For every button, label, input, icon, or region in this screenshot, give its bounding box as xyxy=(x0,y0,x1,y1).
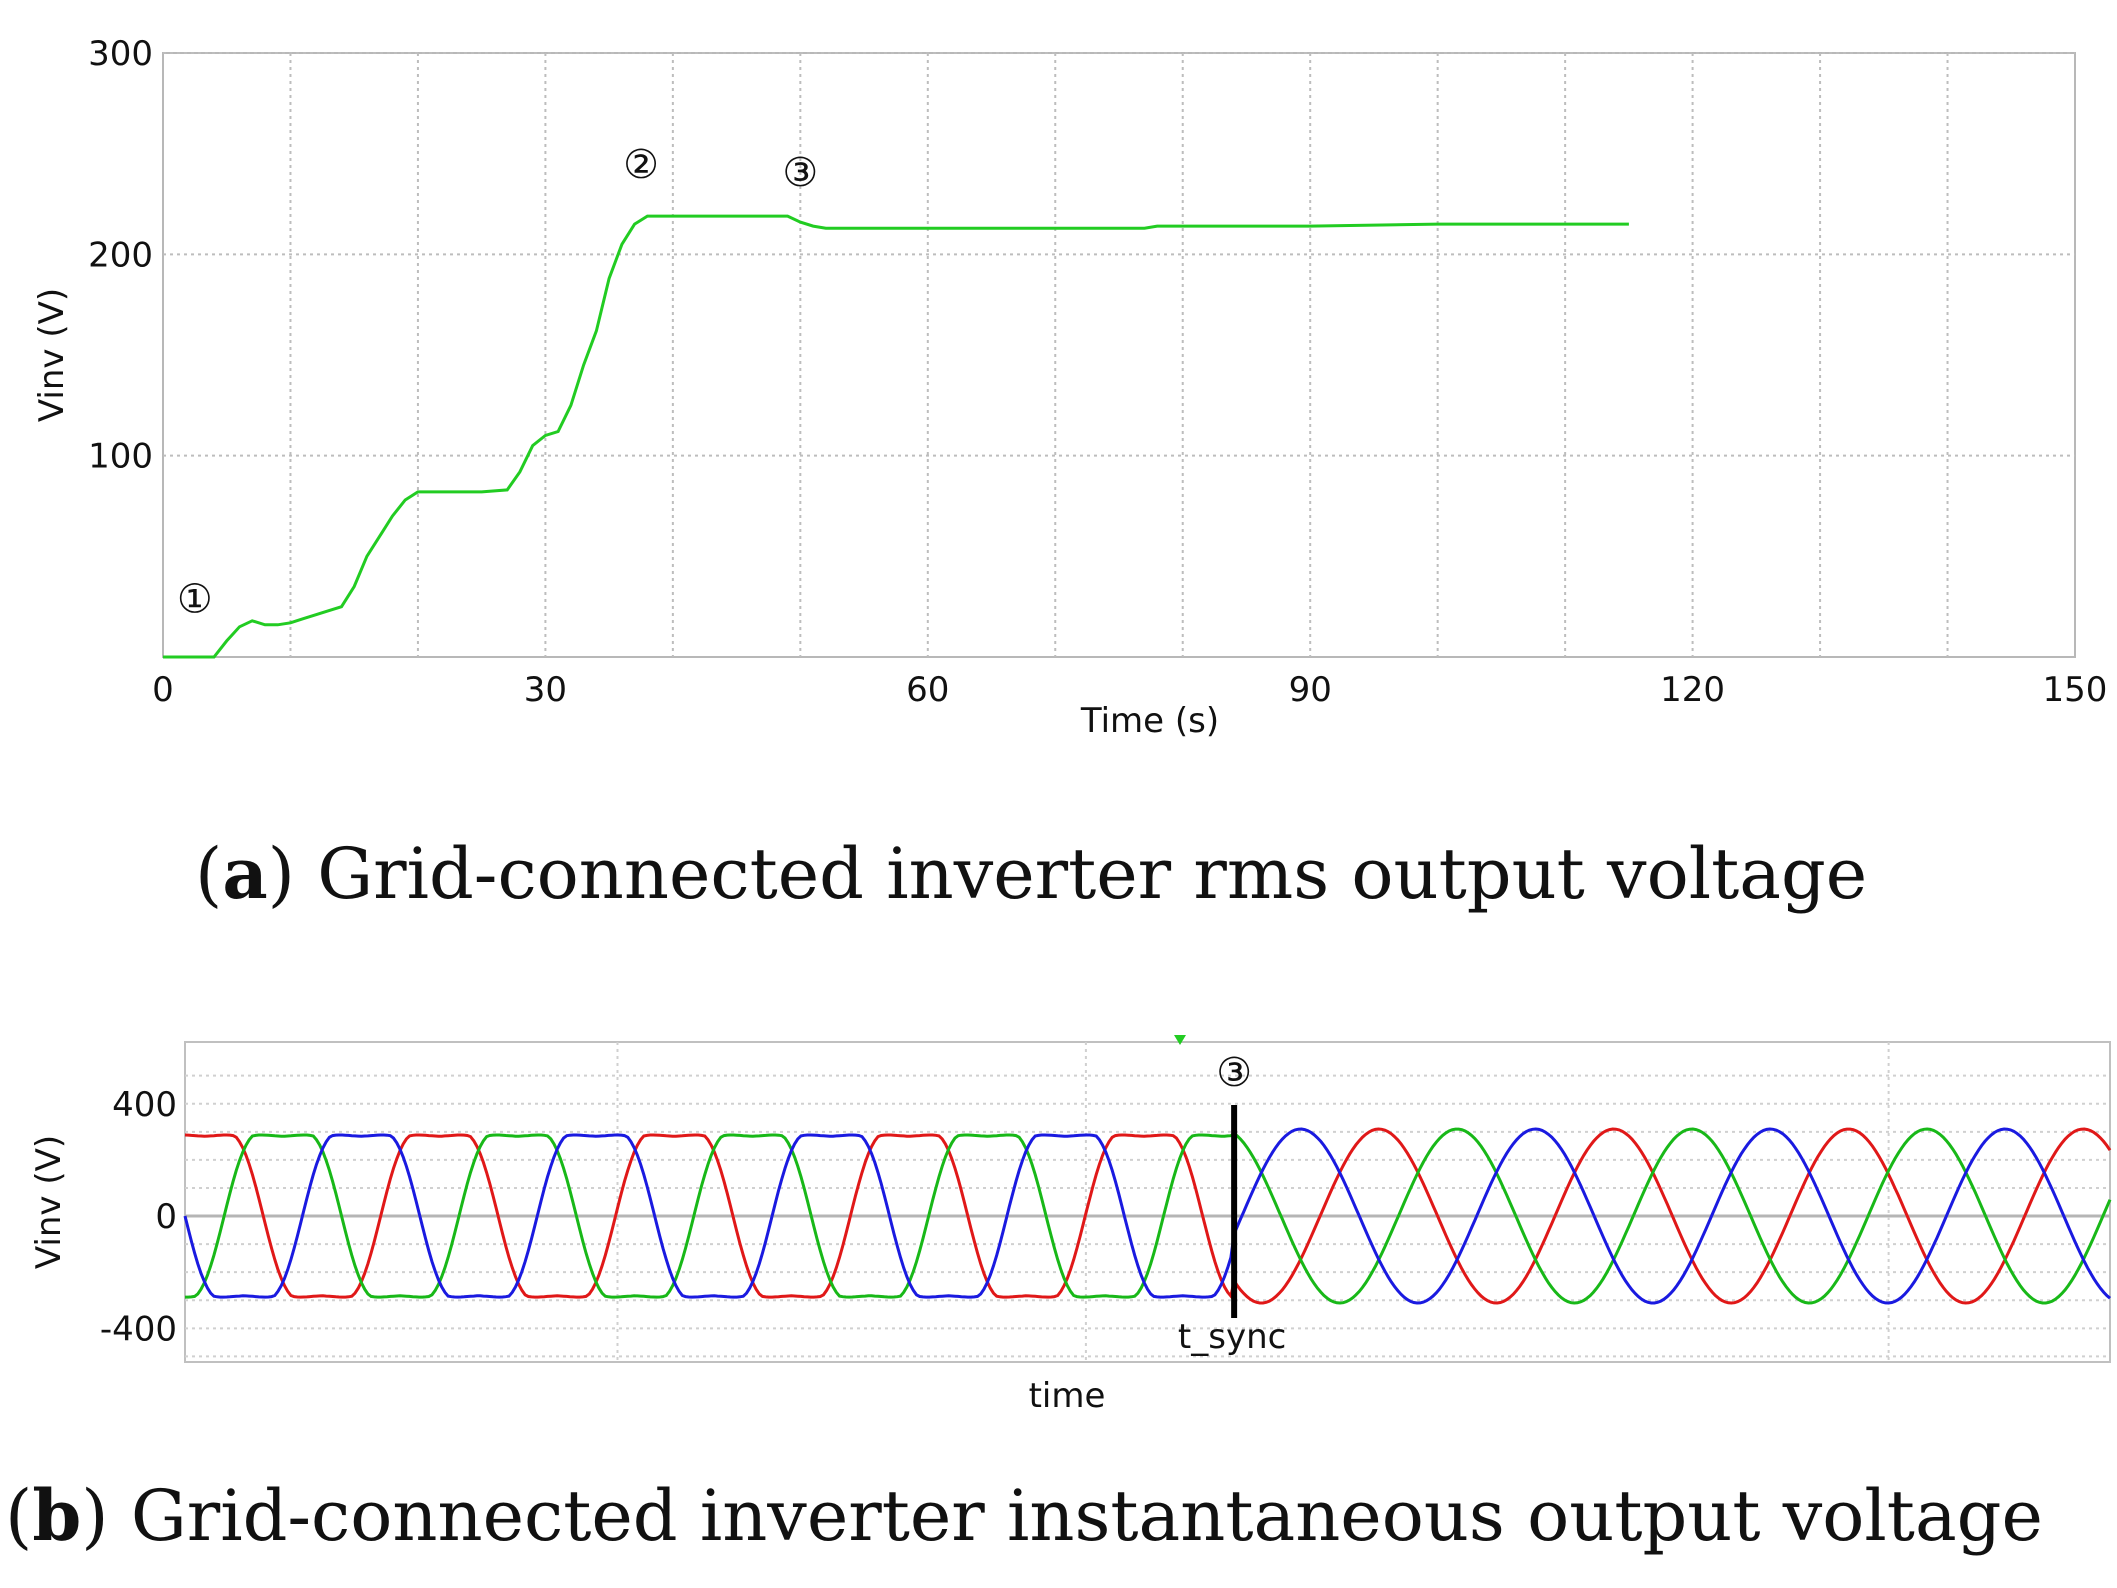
y-tick-label: 100 xyxy=(88,437,153,477)
ticks-a: 0 30 60 90 120 150 100 200 300 xyxy=(88,34,2107,710)
x-tick-label: 120 xyxy=(1660,670,1725,710)
x-tick-label: 30 xyxy=(524,670,567,710)
sync-label: t_sync xyxy=(1178,1317,1286,1357)
annotation-marker: ① xyxy=(177,577,213,623)
instantaneous-voltage-chart: 400 0 -400 ③ t_sync time Vinv (V) (b) Grid… xyxy=(5,1035,2112,1557)
phase-line xyxy=(185,1127,2112,1305)
grid-a xyxy=(163,52,2075,657)
rms-voltage-chart: 0 30 60 90 120 150 100 200 300 ① ② ③ Time (s) Vinv… xyxy=(32,34,2107,915)
phase-line xyxy=(184,1127,2112,1305)
caption-a-letter: a xyxy=(222,832,267,915)
caption-b-text: Grid-connected inverter instantaneous ou… xyxy=(131,1475,2043,1557)
y-tick-label: -400 xyxy=(100,1309,177,1349)
series-rms-line xyxy=(163,214,1629,659)
sync-triangle-icon xyxy=(1174,1035,1186,1045)
caption-b: (b) Grid-connected inverter instantaneou… xyxy=(5,1474,2043,1557)
caption-a-text: Grid-connected inverter rms output volta… xyxy=(317,833,1867,915)
y-axis-label-a: Vinv (V) xyxy=(32,288,72,422)
y-tick-label: 200 xyxy=(88,235,153,275)
y-tick-label: 0 xyxy=(155,1197,177,1237)
phase-lines xyxy=(183,1127,2112,1305)
plot-area-b xyxy=(184,1041,2111,1363)
x-axis-label-a: Time (s) xyxy=(1080,701,1219,741)
x-tick-label: 60 xyxy=(906,670,949,710)
x-tick-label: 0 xyxy=(152,670,174,710)
plot-area-a xyxy=(162,52,2076,658)
sync-marker-label: ③ xyxy=(1216,1050,1252,1096)
y-tick-label: 400 xyxy=(112,1085,177,1125)
x-axis-label-b: time xyxy=(1029,1376,1106,1416)
ticks-b: 400 0 -400 xyxy=(100,1085,177,1350)
y-tick-label: 300 xyxy=(88,34,153,74)
phase-line xyxy=(183,1127,2111,1305)
annotation-marker: ③ xyxy=(782,150,818,196)
grid-b xyxy=(185,1042,2110,1362)
annotation-marker: ② xyxy=(623,142,659,188)
annotations-a: ① ② ③ xyxy=(177,142,818,623)
x-tick-label: 150 xyxy=(2043,670,2108,710)
x-tick-label: 90 xyxy=(1289,670,1332,710)
y-axis-label-b: Vinv (V) xyxy=(29,1135,69,1269)
caption-b-letter: b xyxy=(32,1474,81,1557)
caption-a: (a) Grid-connected inverter rms output v… xyxy=(195,832,1867,915)
